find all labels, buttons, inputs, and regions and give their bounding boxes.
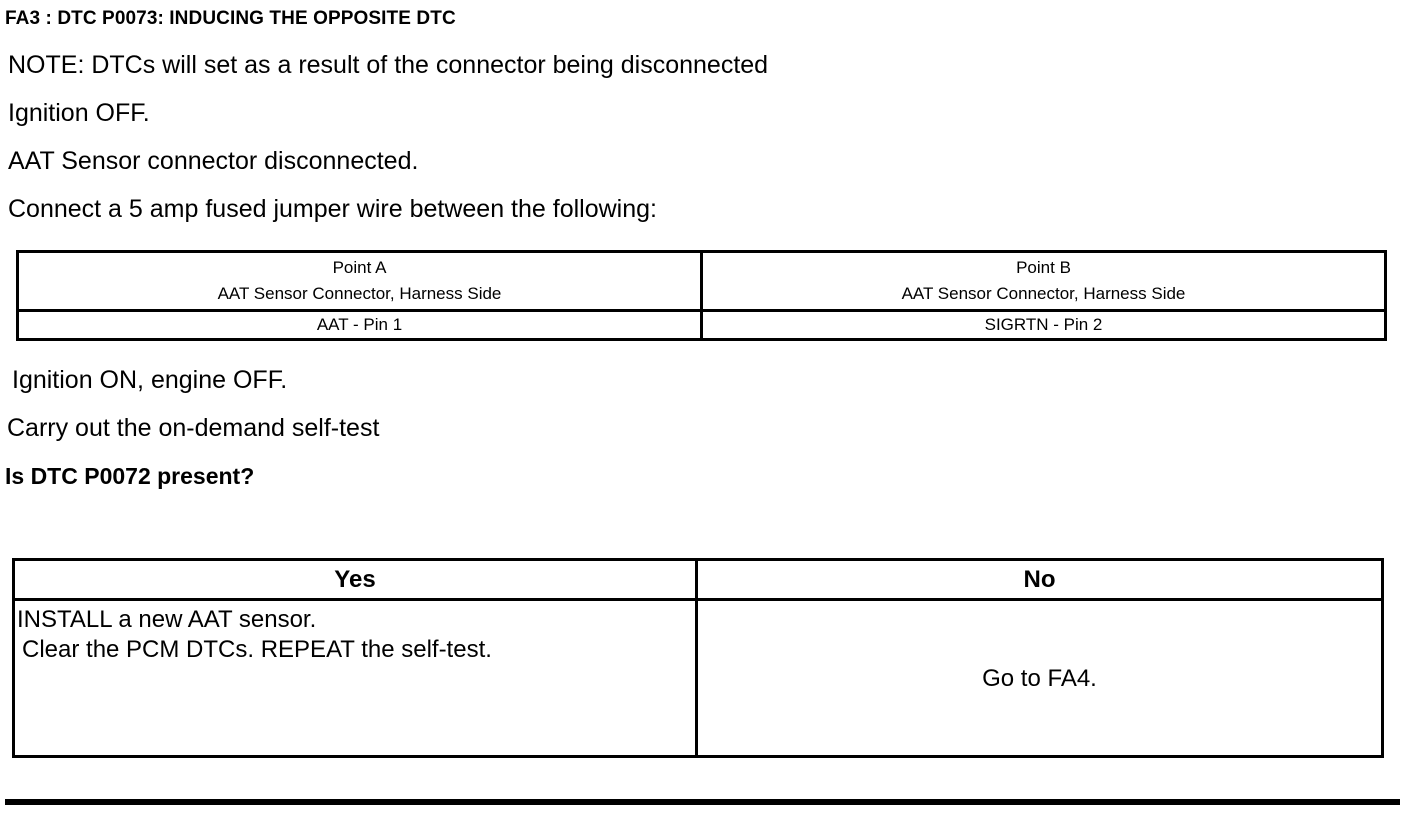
sensor-disconnected-line: AAT Sensor connector disconnected. — [8, 147, 419, 175]
note-line: NOTE: DTCs will set as a result of the c… — [8, 51, 769, 79]
point-b-value-cell: SIGRTN - Pin 2 — [700, 308, 1387, 342]
point-a-header-cell: Point A AAT Sensor Connector, Harness Si… — [16, 250, 703, 312]
point-b-header-cell: Point B AAT Sensor Connector, Harness Si… — [700, 250, 1387, 312]
point-a-value-cell: AAT - Pin 1 — [16, 308, 703, 342]
yes-header-cell: Yes — [12, 557, 698, 602]
bottom-divider — [5, 799, 1400, 805]
yes-action-line2: Clear the PCM DTCs. REPEAT the self-test… — [22, 636, 492, 664]
point-a-sublabel: AAT Sensor Connector, Harness Side — [217, 284, 502, 303]
ignition-off-line: Ignition OFF. — [8, 99, 150, 127]
table-row-answer-actions: INSTALL a new AAT sensor. Clear the PCM … — [12, 598, 1384, 759]
points-table: Point A AAT Sensor Connector, Harness Si… — [16, 250, 1387, 342]
self-test-line: Carry out the on-demand self-test — [7, 414, 380, 442]
no-action-cell: Go to FA4. — [695, 598, 1384, 759]
ignition-on-line: Ignition ON, engine OFF. — [12, 366, 288, 394]
point-a-label: Point A — [332, 257, 387, 277]
point-b-label: Point B — [1016, 257, 1071, 277]
table-row-headers: Point A AAT Sensor Connector, Harness Si… — [16, 250, 1387, 312]
table-row-answer-headers: Yes No — [12, 557, 1384, 602]
yes-action-line1: INSTALL a new AAT sensor. — [17, 606, 317, 634]
connect-jumper-line: Connect a 5 amp fused jumper wire betwee… — [8, 195, 657, 223]
point-b-sublabel: AAT Sensor Connector, Harness Side — [901, 284, 1186, 303]
question-line: Is DTC P0072 present? — [5, 463, 255, 489]
answer-table: Yes No INSTALL a new AAT sensor. Clear t… — [12, 557, 1384, 759]
page-title: FA3 : DTC P0073: INDUCING THE OPPOSITE D… — [5, 8, 456, 29]
no-header-cell: No — [695, 557, 1384, 602]
table-row-values: AAT - Pin 1 SIGRTN - Pin 2 — [16, 308, 1387, 342]
yes-action-cell: INSTALL a new AAT sensor. Clear the PCM … — [12, 598, 698, 759]
